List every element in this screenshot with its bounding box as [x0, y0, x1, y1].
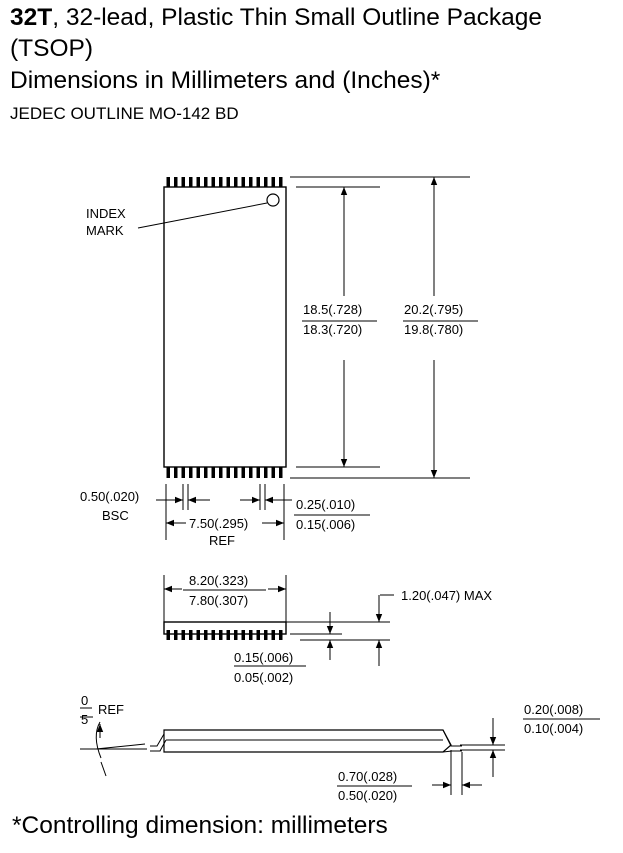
index-leader	[137, 202, 268, 229]
package-code: 32T	[10, 4, 53, 31]
foot-length-max: 0.70(.028)	[338, 769, 397, 784]
lead	[189, 630, 193, 640]
span-value: 7.50(.295)	[189, 516, 248, 531]
lead	[256, 630, 260, 640]
lead	[181, 630, 185, 640]
title: 32T, 32-lead, Plastic Thin Small Outline…	[10, 4, 542, 32]
total-length-min: 19.8(.780)	[404, 322, 463, 337]
end-view-leads	[166, 630, 283, 640]
lead	[204, 630, 208, 640]
footnote: *Controlling dimension: millimeters	[12, 812, 388, 839]
lead	[189, 467, 193, 478]
lead	[264, 630, 268, 640]
lead	[279, 630, 283, 640]
lead	[226, 177, 230, 187]
lead	[279, 467, 283, 478]
lead	[241, 630, 245, 640]
thickness-max: 0.20(.008)	[524, 702, 583, 717]
end-view-body	[163, 621, 287, 635]
index-mark-icon	[266, 193, 280, 207]
lead	[211, 177, 215, 187]
subtitle: Dimensions in Millimeters and (Inches)*	[10, 67, 441, 94]
lead	[181, 177, 185, 187]
lead	[226, 467, 230, 478]
lead	[241, 177, 245, 187]
end-view	[163, 575, 394, 667]
lead	[174, 630, 178, 640]
lead	[256, 177, 260, 187]
length-min: 18.3(.720)	[303, 322, 362, 337]
lead	[256, 467, 260, 478]
package-body	[163, 186, 287, 468]
lead	[211, 467, 215, 478]
lead	[271, 177, 275, 187]
lead	[174, 177, 178, 187]
lead	[234, 467, 238, 478]
top-view	[137, 176, 478, 540]
lead	[234, 177, 238, 187]
lead	[249, 630, 253, 640]
lead	[204, 467, 208, 478]
lead	[189, 177, 193, 187]
top-leads	[166, 177, 283, 187]
side-view-body	[163, 729, 452, 753]
lead	[196, 177, 200, 187]
lead	[249, 177, 253, 187]
width-min: 7.80(.307)	[189, 593, 248, 608]
foot-length-min: 0.50(.020)	[338, 788, 397, 803]
lead	[166, 467, 170, 478]
length-max: 18.5(.728)	[303, 302, 362, 317]
lead	[196, 467, 200, 478]
lead	[234, 630, 238, 640]
title-text: , 32-lead, Plastic Thin Small Outline Pa…	[52, 4, 543, 31]
bottom-leads	[166, 467, 283, 478]
standoff-max: 0.15(.006)	[234, 650, 293, 665]
angle-min: 0	[81, 693, 88, 708]
lead	[271, 467, 275, 478]
lead-width-min: 0.15(.006)	[296, 517, 355, 532]
thickness-min: 0.10(.004)	[524, 721, 583, 736]
angle-note: REF	[98, 702, 124, 717]
lead	[226, 630, 230, 640]
lead	[264, 177, 268, 187]
standoff-min: 0.05(.002)	[234, 670, 293, 685]
lead	[241, 467, 245, 478]
lead	[264, 467, 268, 478]
lead	[166, 177, 170, 187]
lead	[166, 630, 170, 640]
height-max: 1.20(.047) MAX	[401, 588, 492, 603]
lead	[174, 467, 178, 478]
lead	[181, 467, 185, 478]
lead	[279, 177, 283, 187]
title-line-2: (TSOP)	[10, 35, 94, 62]
width-max: 8.20(.323)	[189, 573, 248, 588]
lead	[249, 467, 253, 478]
lead-width-max: 0.25(.010)	[296, 497, 355, 512]
lead	[204, 177, 208, 187]
pitch-note: BSC	[102, 508, 129, 523]
pitch-value: 0.50(.020)	[80, 489, 139, 504]
lead	[219, 467, 223, 478]
angle-max: 5	[81, 712, 88, 727]
total-length-max: 20.2(.795)	[404, 302, 463, 317]
index-label-1: INDEX	[86, 206, 126, 221]
index-label-2: MARK	[86, 223, 124, 238]
lead	[196, 630, 200, 640]
span-note: REF	[209, 533, 235, 548]
lead	[219, 177, 223, 187]
side-view	[80, 707, 600, 795]
jedec-outline: JEDEC OUTLINE MO-142 BD	[10, 104, 239, 123]
lead	[219, 630, 223, 640]
lead	[211, 630, 215, 640]
lead	[271, 630, 275, 640]
